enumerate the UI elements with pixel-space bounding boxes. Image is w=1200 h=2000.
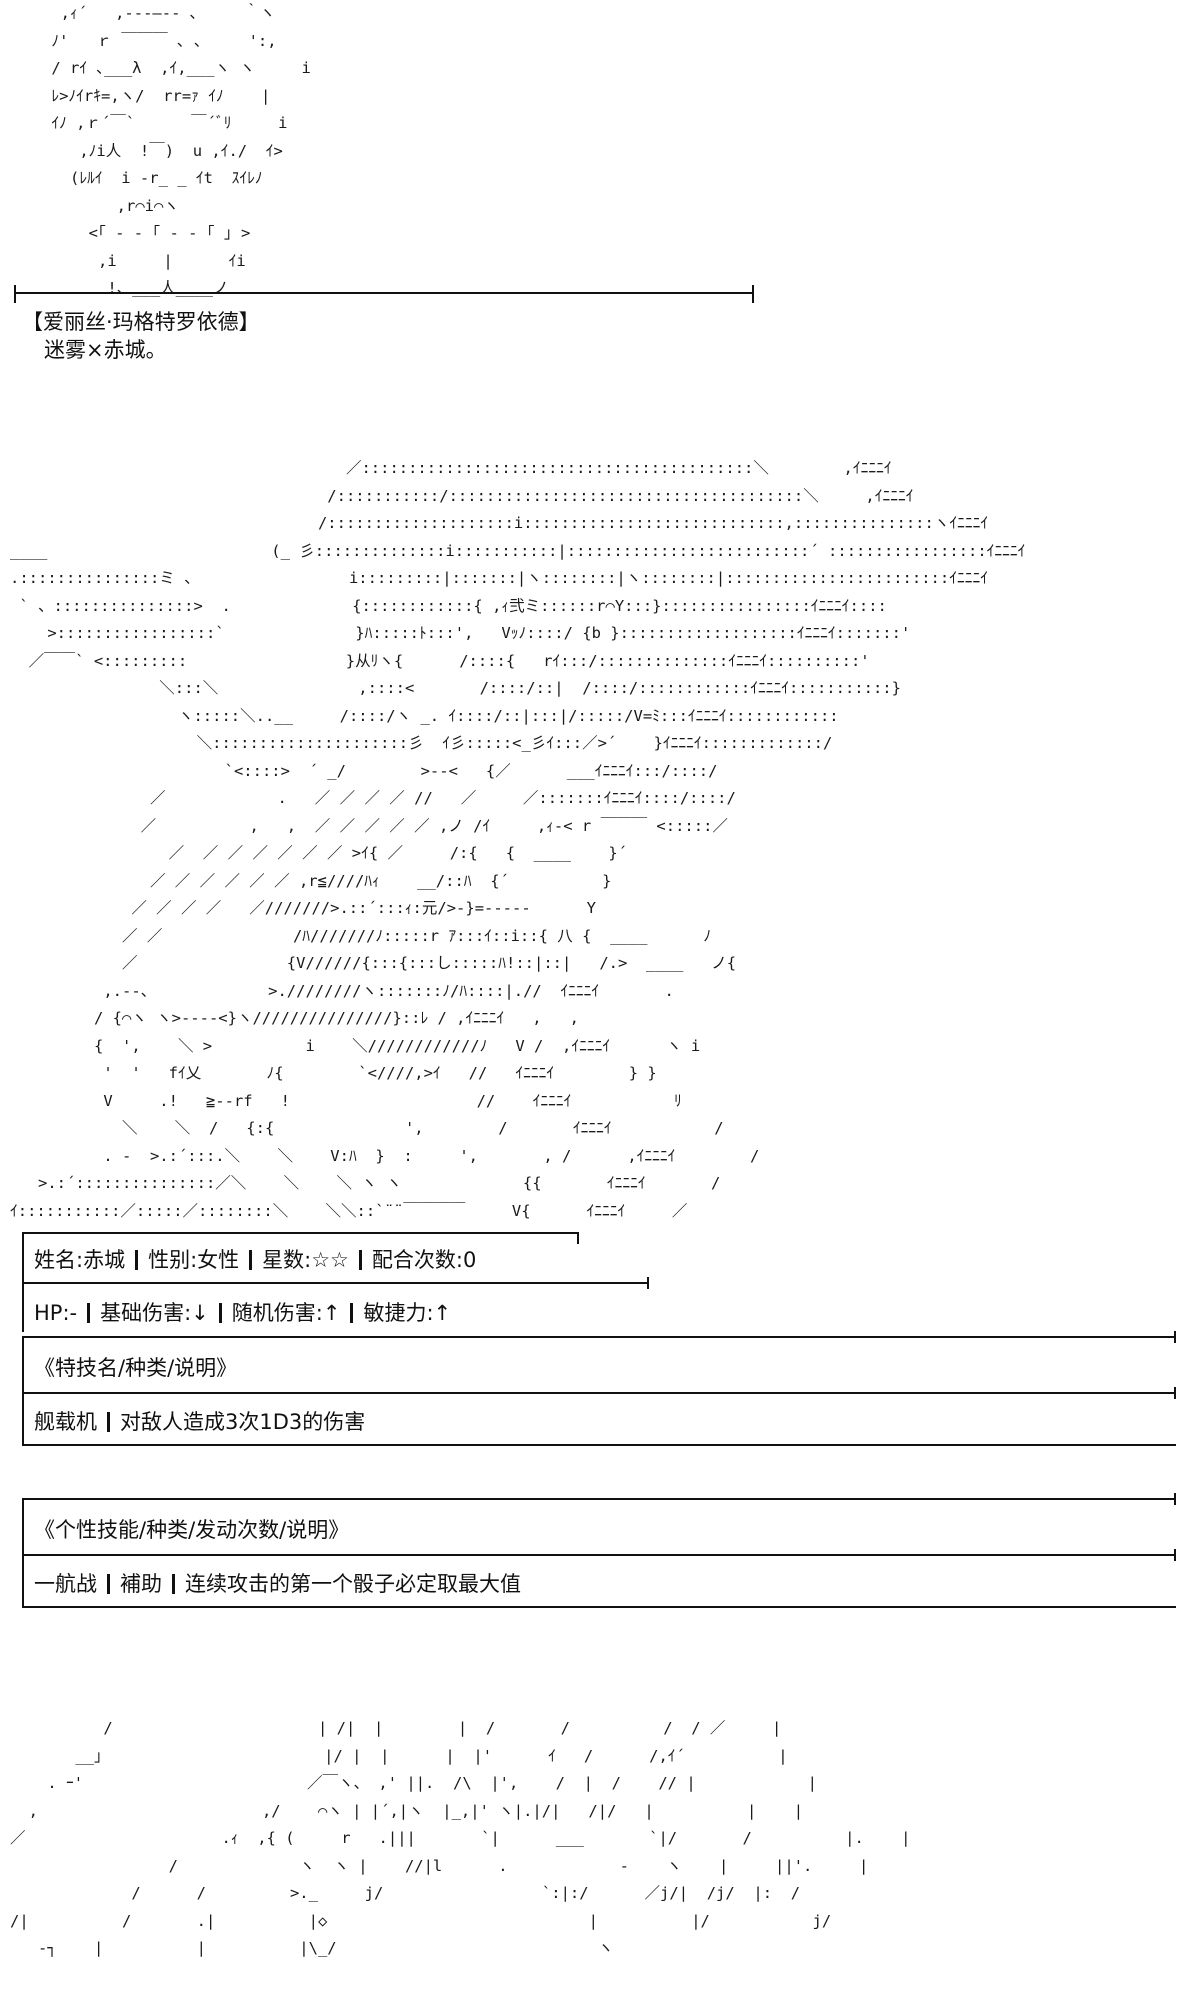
stats-row-1: 姓名:赤城性别:女性星数:☆☆ 配合次数:0 — [34, 1244, 476, 1274]
separator — [350, 1303, 354, 1323]
ascii-art-portrait: ,ｨ´ ,---―‐- ､ ｀ヽ ﾉ' ｒ ￣￣￣ ､ ､ ':, / rｲ ､… — [51, 4, 311, 297]
personal-skill-type: 補助 — [120, 1572, 162, 1596]
separator — [135, 1250, 139, 1270]
stat-stars: 星数:☆☆ — [262, 1248, 349, 1272]
personal-skill-name: 一航战 — [34, 1572, 97, 1596]
separator — [172, 1574, 175, 1594]
personal-skill-box: 《个性技能/种类/发动次数/说明》 一航战補助连续攻击的第一个骰子必定取最大值 — [22, 1493, 1176, 1608]
stat-gender: 性别:女性 — [148, 1248, 240, 1272]
stat-base-damage: 基础伤害:↓ — [100, 1301, 209, 1325]
separator — [358, 1250, 362, 1270]
stat-cooperation: 配合次数:0 — [371, 1248, 477, 1272]
special-skill-top-border — [24, 1331, 1176, 1343]
special-skill-heading: 《特技名/种类/说明》 — [34, 1356, 238, 1380]
separator — [218, 1303, 222, 1323]
stats-row-2: HP:- 基础伤害:↓ 随机伤害:↑ 敏捷力:↑ — [34, 1297, 451, 1327]
special-skill-row: 舰载机对敌人造成3次1D3的伤害 — [34, 1406, 365, 1436]
stat-name: 姓名:赤城 — [34, 1248, 126, 1272]
stats-box-top-border — [24, 1232, 579, 1244]
separator — [87, 1303, 91, 1323]
personal-skill-top-border — [24, 1493, 1176, 1505]
character-title: 【爱丽丝·玛格特罗依德】 — [22, 310, 260, 334]
personal-skill-row: 一航战補助连续攻击的第一个骰子必定取最大值 — [34, 1568, 521, 1598]
personal-skill-divider — [24, 1549, 1176, 1561]
personal-skill-description: 连续攻击的第一个骰子必定取最大值 — [185, 1572, 521, 1596]
special-skill-description: 对敌人造成3次1D3的伤害 — [120, 1410, 366, 1434]
stats-box: 姓名:赤城性别:女性星数:☆☆ 配合次数:0 HP:- 基础伤害:↓ 随机伤害:↑ 敏捷… — [22, 1232, 649, 1332]
separator — [107, 1574, 110, 1594]
special-skill-box: 《特技名/种类/说明》 舰载机对敌人造成3次1D3的伤害 — [22, 1331, 1176, 1446]
stat-hp: HP:- — [34, 1301, 78, 1325]
personal-skill-heading: 《个性技能/种类/发动次数/说明》 — [34, 1518, 350, 1542]
character-subtitle: 迷雾×赤城。 — [44, 338, 167, 362]
separator — [107, 1412, 110, 1432]
ascii-art-fragment: / | /| | | / / / / ／ | __」 |/ | | | |' ｲ… — [10, 1719, 911, 1957]
divider-rule — [14, 285, 754, 303]
stats-divider — [24, 1277, 649, 1289]
special-skill-divider — [24, 1387, 1176, 1399]
stat-random-damage: 随机伤害:↑ — [231, 1301, 341, 1325]
separator — [249, 1250, 253, 1270]
stat-agility: 敏捷力:↑ — [363, 1301, 452, 1325]
special-skill-name: 舰载机 — [34, 1410, 97, 1434]
ascii-art-character: ／:::::::::::::::::::::::::::::::::::::::… — [10, 459, 1026, 1220]
